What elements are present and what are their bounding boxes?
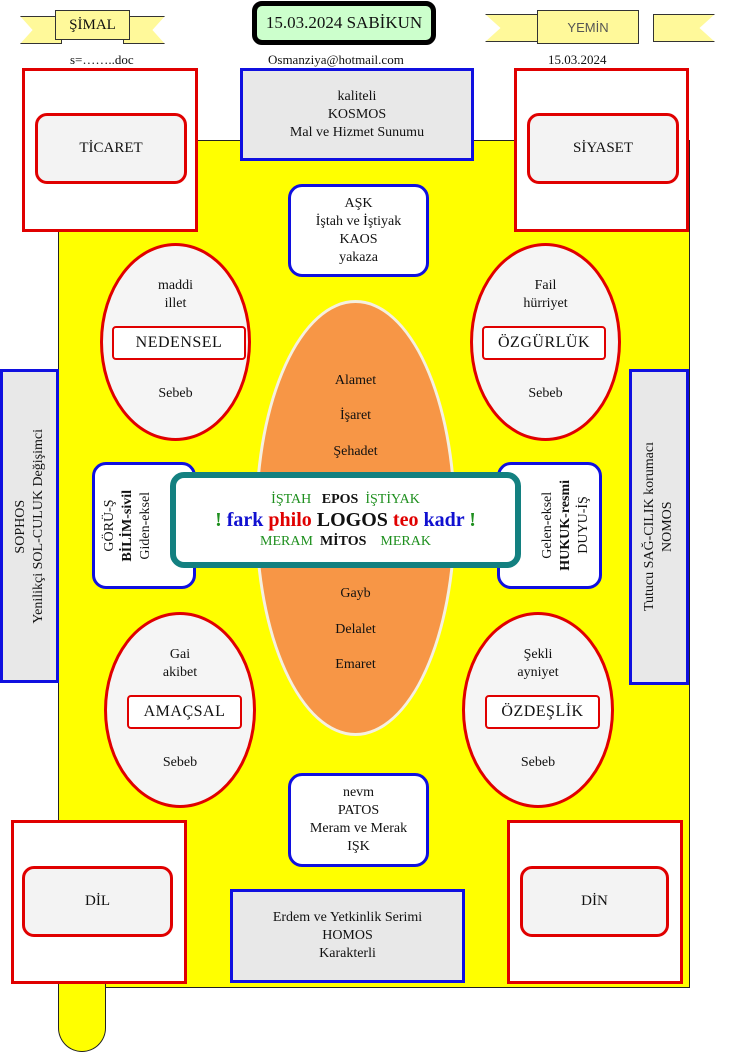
sophos-l2: Yenilikçi SOL-CULUK Değişimci [30, 428, 46, 624]
nevm-box: nevm PATOS Meram ve Merak IŞK [288, 773, 429, 867]
homos-l1: Erdem ve Yetkinlik Serimi [272, 910, 423, 925]
email: Osmanziya@hotmail.com [268, 52, 404, 67]
nevm-l4: IŞK [347, 839, 370, 854]
nevm-l2: PATOS [337, 803, 380, 818]
oval-word: Delalet [335, 622, 376, 637]
meram: MERAM [260, 533, 313, 549]
kosmos-l3: Mal ve Hizmet Sunumu [289, 124, 425, 140]
left-banner: ŞİMAL [20, 10, 165, 44]
ellipse-l2: illet [164, 296, 187, 311]
exclaim: ! [469, 508, 476, 531]
homos-box: Erdem ve Yetkinlik Serimi HOMOS Karakter… [230, 889, 465, 983]
right-banner: YEMİN [485, 8, 715, 48]
ozgurluk-tag: ÖZGÜRLÜK [482, 326, 606, 360]
ellipse-l2: hürriyet [523, 296, 568, 311]
fark: fark [226, 508, 264, 531]
bilim-l2: BİLİM-sivil [120, 489, 135, 562]
ticaret-box: TİCARET [35, 113, 187, 184]
nevm-l3: Meram ve Merak [309, 821, 408, 836]
ask-l3: KAOS [339, 231, 378, 247]
kosmos-l2: KOSMOS [327, 106, 387, 122]
oval-word: Gayb [340, 586, 371, 601]
hukuk-l3: DUYU-İŞ [576, 496, 591, 555]
ellipse-l1: Gai [169, 647, 191, 662]
kadr: kadr [423, 508, 465, 531]
istah: İŞTAH [271, 491, 312, 507]
banner-label: ŞİMAL [55, 10, 130, 40]
hukuk-l2: HUKUK-resmi [558, 480, 573, 571]
ozgurluk-ellipse: Fail hürriyet ÖZGÜRLÜK Sebeb [470, 243, 621, 441]
ellipse-l3: Sebeb [528, 386, 563, 401]
ellipse-l1: maddi [158, 278, 193, 293]
ellipse-l3: Sebeb [162, 755, 198, 770]
nomos-l2: NOMOS [660, 501, 675, 553]
ellipse-l1: Fail [534, 278, 557, 293]
ellipse-l2: ayniyet [517, 665, 559, 680]
ellipse-l3: Sebeb [520, 755, 556, 770]
exclaim: ! [215, 508, 222, 531]
epos: EPOS [321, 491, 359, 507]
ask-box: AŞK İştah ve İştiyak KAOS yakaza [288, 184, 429, 277]
ellipse-l1: Şekli [523, 647, 553, 662]
ellipse-l2: akibet [162, 665, 198, 680]
nevm-l1: nevm [342, 785, 375, 800]
ellipse-l3: Sebeb [158, 386, 193, 401]
logos-box: İŞTAH EPOS İŞTİYAK ! fark philo LOGOS te… [170, 472, 521, 568]
bilim-l3: Giden-eksel [138, 491, 153, 560]
homos-l3: Karakterli [319, 946, 376, 961]
mitos: MİTOS [319, 533, 367, 549]
ozdeslik-tag: ÖZDEŞLİK [485, 695, 600, 729]
ask-l4: yakaza [339, 249, 378, 265]
logos: LOGOS [316, 508, 388, 531]
date: 15.03.2024 [548, 52, 607, 67]
nedensel-ellipse: maddi illet NEDENSEL Sebeb [100, 243, 251, 441]
siyaset-box: SİYASET [527, 113, 679, 184]
ozdeslik-ellipse: Şekli ayniyet ÖZDEŞLİK Sebeb [462, 612, 614, 808]
din-box: DİN [520, 866, 669, 937]
oval-word: İşaret [339, 408, 372, 423]
oval-word: Şehadet [333, 444, 378, 459]
philo: philo [268, 508, 312, 531]
file-name: s=……..doc [70, 52, 134, 67]
sophos-l1: SOPHOS [12, 499, 28, 553]
homos-l2: HOMOS [322, 928, 373, 943]
merak: MERAK [380, 533, 431, 549]
oval-word: Alamet [334, 373, 377, 388]
oval-word: Emaret [335, 657, 376, 672]
banner-label: YEMİN [537, 10, 639, 44]
ask-l1: AŞK [344, 195, 373, 211]
istiyak: İŞTİYAK [365, 491, 420, 507]
amacsal-ellipse: Gai akibet AMAÇSAL Sebeb [104, 612, 256, 808]
dil-box: DİL [22, 866, 173, 937]
bilim-l1: GÖRÜ-Ş [102, 499, 117, 552]
kosmos-box: kaliteli KOSMOS Mal ve Hizmet Sunumu [240, 68, 474, 161]
title-box: 15.03.2024 SABİKUN [252, 1, 436, 45]
nomos-l1: Tutucu SAĞ-CILIK korumacı [642, 442, 657, 612]
amacsal-tag: AMAÇSAL [127, 695, 242, 729]
kosmos-l1: kaliteli [337, 88, 377, 104]
nedensel-tag: NEDENSEL [112, 326, 246, 360]
ask-l2: İştah ve İştiyak [315, 213, 402, 229]
teo: teo [392, 508, 419, 531]
hukuk-l1: Gelen-eksel [540, 492, 555, 559]
